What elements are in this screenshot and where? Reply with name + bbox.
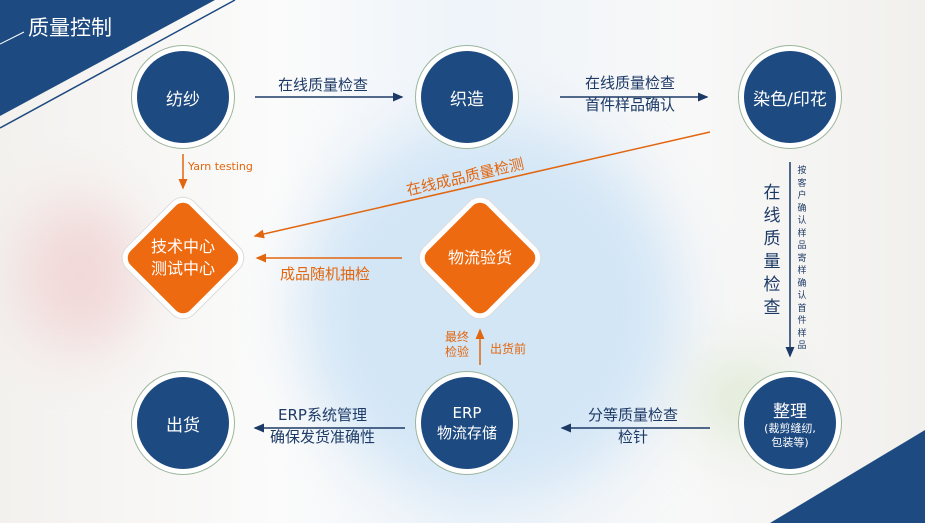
node-label: 测试中心 (150, 259, 215, 278)
node-label: 出货 (166, 415, 200, 436)
title-banner (0, 0, 215, 116)
node-shipping: 出货 (137, 377, 229, 469)
node-label: 物流存储 (436, 423, 497, 442)
flow-label-vertical: 在线质量检查 (763, 183, 781, 318)
flow-label-vertical-small: 按客户确认样品寄样确认首件样品 (797, 166, 807, 351)
node-weaving: 织造 (421, 51, 513, 143)
towel-background (20, 200, 140, 350)
before-shipping-label: 出货前 (490, 342, 527, 356)
node-label: 染色/印花 (753, 89, 827, 110)
node-sub: 包装等) (771, 435, 809, 449)
node-label: 技术中心 (150, 237, 215, 256)
logistics-label: 物流验货 (447, 248, 512, 267)
flow-label: 在线质量检查首件样品确认 (585, 72, 675, 116)
flow-label-line: 首件样品确认 (585, 96, 676, 114)
flow-label: 在线质量检查 (278, 76, 369, 94)
flow-label-line: 检针 (618, 428, 649, 446)
flow-label: ERP系统管理确保发货准确性 (270, 404, 375, 448)
flow-label-line: ERP系统管理 (278, 406, 367, 424)
node-label: 织造 (450, 89, 484, 110)
corner-decor (770, 430, 925, 523)
tech-center-label: 技术中心测试中心 (123, 236, 243, 280)
node-finishing: 整理(裁剪缝纫,包装等) (744, 377, 836, 469)
flow-label-line: 在线质量检查 (585, 74, 676, 92)
flow-label-line: 分等质量检查 (588, 406, 679, 424)
node-label: 纺纱 (166, 89, 200, 110)
node-dyeing: 染色/印花 (744, 51, 836, 143)
node-label: 整理 (773, 401, 807, 422)
node-sub: (裁剪缝纫, (764, 421, 816, 435)
page-title: 质量控制 (28, 16, 112, 40)
yarn-testing-label: Yarn testing (188, 160, 253, 173)
flow-label: 分等质量检查检针 (588, 404, 678, 448)
flow-label-line: 确保发货准确性 (270, 428, 376, 446)
final-inspection-label: 最终检验 (445, 330, 470, 359)
node-spinning: 纺纱 (137, 51, 229, 143)
node-label: ERP (452, 403, 482, 422)
random-check-label: 成品随机抽检 (280, 265, 371, 283)
